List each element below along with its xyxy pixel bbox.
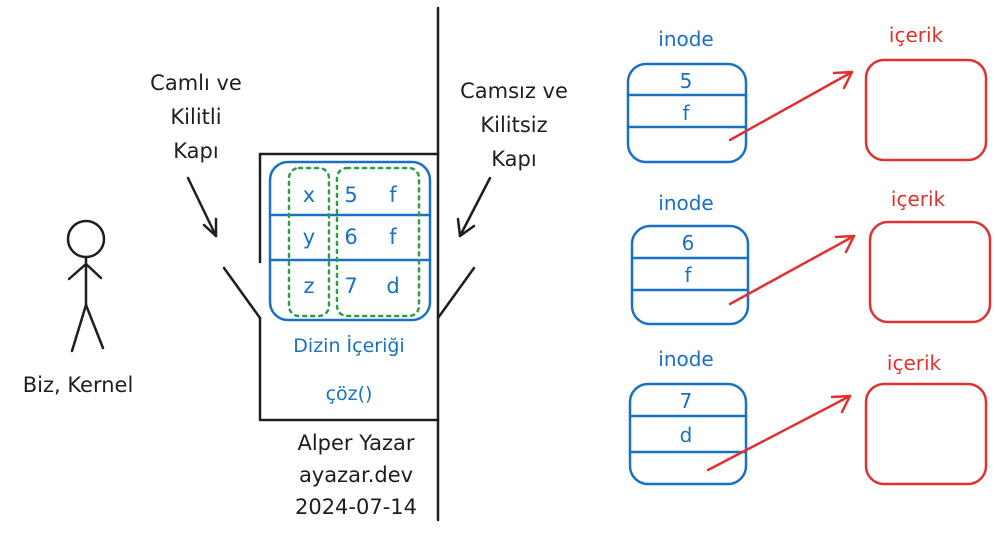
inode-type: f <box>684 263 692 287</box>
glass-door-label-line-3: Kapı <box>173 139 218 163</box>
content-label: içerik <box>889 23 944 47</box>
inode-title: inode <box>658 191 713 215</box>
glass-door-label-line-2: Kilitli <box>170 105 221 129</box>
pointer-arrow <box>728 234 856 306</box>
glassless-door-leaf <box>436 266 476 320</box>
glassless-door-label-line-1: Camsız ve <box>460 79 568 103</box>
glassless-door-arrow <box>456 176 492 238</box>
glass-door-leaf <box>222 266 262 320</box>
content-label: içerik <box>887 351 942 375</box>
dir-entry-name: z <box>303 274 314 298</box>
content-box <box>864 382 988 486</box>
dir-entry-type: f <box>389 225 397 249</box>
inode-type: d <box>680 423 693 447</box>
inode-column-group <box>335 166 421 318</box>
inode-number: 6 <box>682 231 695 255</box>
glassless-door-label-line-3: Kapı <box>491 147 536 171</box>
signature-author: Alper Yazar <box>297 431 414 455</box>
dir-entry-type: d <box>386 274 399 298</box>
resolve-function-label: çöz() <box>326 383 373 405</box>
signature-date: 2024-07-14 <box>295 495 417 519</box>
dir-entry-inode: 6 <box>344 225 357 249</box>
actor-label: Biz, Kernel <box>23 373 134 397</box>
inode-number: 5 <box>680 69 693 93</box>
inode-box <box>628 382 748 486</box>
dir-entry-name: x <box>303 183 315 207</box>
dir-entry-type: f <box>389 183 397 207</box>
content-box <box>868 220 992 324</box>
name-column-group <box>287 166 331 318</box>
dir-entry-inode: 7 <box>344 274 357 298</box>
inode-box <box>626 62 748 164</box>
glass-door-label-line-1: Camlı ve <box>150 71 242 95</box>
directory-table <box>268 160 432 322</box>
directory-label: Dizin İçeriği <box>293 334 404 357</box>
content-label: içerik <box>891 187 946 211</box>
inode-box <box>630 224 750 326</box>
signature-site: ayazar.dev <box>299 463 413 487</box>
pointer-arrow <box>728 70 854 142</box>
dir-entry-name: y <box>303 225 315 249</box>
inode-type: f <box>682 101 690 125</box>
inode-title: inode <box>658 27 713 51</box>
building-walls <box>222 6 476 522</box>
dir-entry-inode: 5 <box>344 183 357 207</box>
pointer-arrow <box>706 394 852 472</box>
inode-title: inode <box>658 347 713 371</box>
glass-door-arrow <box>186 176 218 238</box>
glassless-door-label-line-2: Kilitsiz <box>480 113 547 137</box>
inode-number: 7 <box>680 389 693 413</box>
stick-figure-icon <box>66 219 106 353</box>
content-box <box>864 58 988 162</box>
